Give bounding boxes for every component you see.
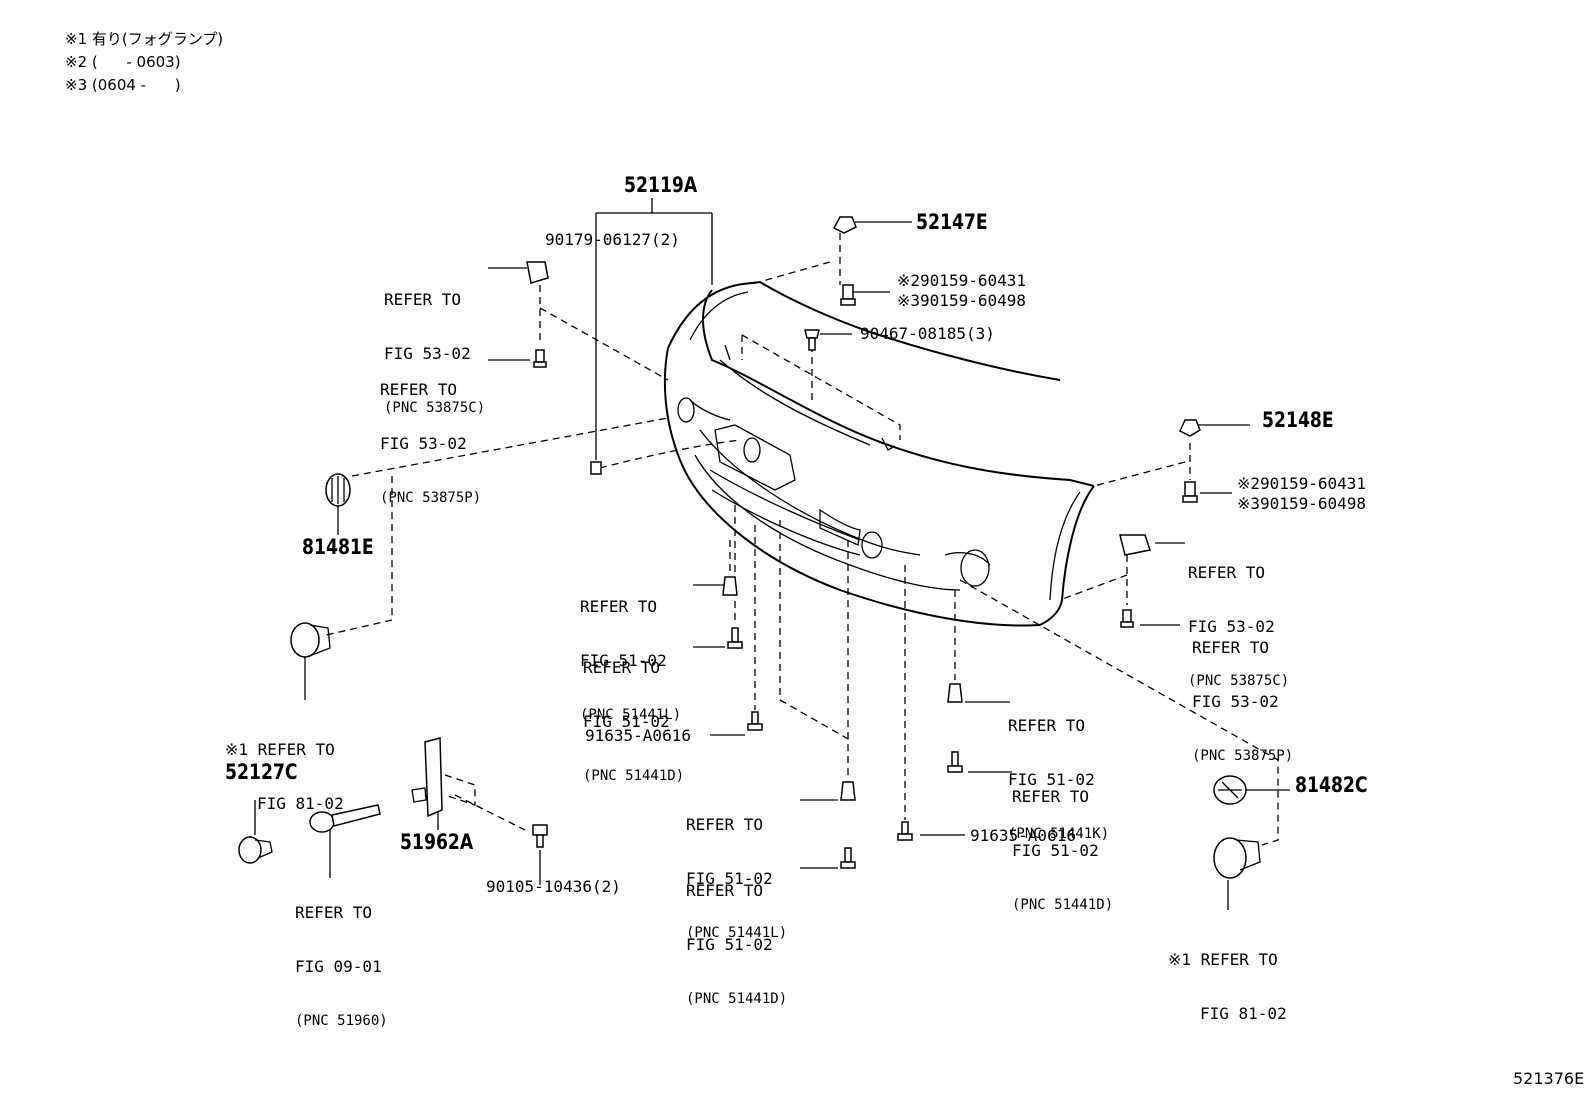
refer-line3: (PNC 51441D) bbox=[686, 991, 788, 1007]
diagram-id: 521376E bbox=[1513, 1069, 1585, 1088]
refer-line3: (PNC 53875C) bbox=[384, 400, 486, 416]
note-3: ※3 (0604 - ) bbox=[65, 76, 181, 94]
part-52147E[interactable]: 52147E bbox=[916, 210, 988, 234]
refer-line2: FIG 53-02 bbox=[384, 344, 471, 363]
refer-line1: REFER TO bbox=[686, 815, 764, 834]
refer-line2: FIG 51-02 bbox=[583, 712, 670, 731]
part-91635-A0616-a[interactable]: 91635-A0616 bbox=[585, 726, 691, 745]
refer-51441D-upper[interactable]: REFER TO FIG 51-02 (PNC 51441D) bbox=[583, 623, 684, 803]
refer-line2: FIG 81-02 bbox=[257, 794, 344, 813]
part-52119A[interactable]: 52119A bbox=[624, 173, 698, 197]
refer-53875C-left[interactable]: REFER TO FIG 53-02 (PNC 53875C) bbox=[384, 255, 485, 435]
refer-line1: REFER TO bbox=[583, 658, 661, 677]
part-81481E[interactable]: 81481E bbox=[302, 535, 374, 559]
refer-51441D-lower[interactable]: REFER TO FIG 51-02 (PNC 51441D) bbox=[686, 846, 787, 1026]
refer-line1: ※1 REFER TO bbox=[1168, 950, 1278, 969]
note-2: ※2 ( - 0603) bbox=[65, 53, 181, 71]
refer-line2: FIG 81-02 bbox=[1200, 1004, 1287, 1023]
note-1: ※1 有り(フォグランプ) bbox=[65, 30, 224, 48]
tow-hook[interactable] bbox=[309, 804, 381, 833]
refer-fig-81-02-left[interactable]: ※1 REFER TO FIG 81-02 bbox=[225, 705, 344, 831]
part-90105-10436[interactable]: 90105-10436(2) bbox=[486, 877, 621, 896]
part-90467-08185[interactable]: 90467-08185(3) bbox=[860, 324, 995, 343]
refer-line3: (PNC 51441K) bbox=[1008, 826, 1110, 842]
leader-lines bbox=[254, 198, 1290, 910]
bracket-51962A[interactable] bbox=[411, 737, 443, 818]
refer-line1: ※1 REFER TO bbox=[225, 740, 335, 759]
refer-51441D-right[interactable]: REFER TO FIG 51-02 (PNC 51441D) bbox=[1012, 752, 1113, 932]
part-90159-60431-a[interactable]: ※290159-60431 bbox=[897, 271, 1026, 290]
refer-line1: REFER TO bbox=[1012, 787, 1090, 806]
part-81482C[interactable]: 81482C bbox=[1295, 773, 1368, 797]
refer-line1: REFER TO bbox=[580, 597, 658, 616]
refer-51441K[interactable]: REFER TO FIG 51-02 (PNC 51441K) bbox=[1008, 681, 1109, 861]
refer-line2: FIG 53-02 bbox=[1192, 692, 1279, 711]
refer-line3: (PNC 51960) bbox=[295, 1013, 388, 1029]
refer-53875C-right[interactable]: REFER TO FIG 53-02 (PNC 53875C) bbox=[1188, 528, 1289, 708]
refer-line2: FIG 51-02 bbox=[686, 869, 773, 888]
refer-53875P-right[interactable]: REFER TO FIG 53-02 (PNC 53875P) bbox=[1192, 603, 1293, 783]
refer-line1: REFER TO bbox=[384, 290, 462, 309]
refer-line2: FIG 51-02 bbox=[1012, 841, 1099, 860]
fog-lamp-left[interactable] bbox=[290, 622, 331, 658]
part-90159-60498-b[interactable]: ※390159-60498 bbox=[1237, 494, 1366, 513]
part-51962A[interactable]: 51962A bbox=[400, 830, 474, 854]
refer-fig-81-02-right[interactable]: ※1 REFER TO FIG 81-02 bbox=[1168, 915, 1287, 1041]
refer-line2: FIG 51-02 bbox=[686, 935, 773, 954]
part-91635-A0616-b[interactable]: 91635-A0616 bbox=[970, 826, 1076, 845]
part-90159-60498-a[interactable]: ※390159-60498 bbox=[897, 291, 1026, 310]
cap-52127C[interactable] bbox=[238, 836, 273, 864]
refer-line2: FIG 51-02 bbox=[580, 651, 667, 670]
part-52127C[interactable]: 52127C bbox=[225, 760, 298, 784]
refer-51441L-upper[interactable]: REFER TO FIG 51-02 (PNC 51441L) bbox=[580, 562, 681, 742]
refer-line1: REFER TO bbox=[380, 380, 458, 399]
refer-line3: (PNC 53875P) bbox=[1192, 748, 1294, 764]
refer-line2: FIG 53-02 bbox=[1188, 617, 1275, 636]
refer-line1: REFER TO bbox=[1192, 638, 1270, 657]
refer-line2: FIG 51-02 bbox=[1008, 770, 1095, 789]
refer-line2: FIG 09-01 bbox=[295, 957, 382, 976]
part-90159-60431-b[interactable]: ※290159-60431 bbox=[1237, 474, 1366, 493]
part-90179-06127[interactable]: 90179-06127(2) bbox=[545, 230, 680, 249]
fog-lamp-right[interactable] bbox=[1213, 837, 1261, 879]
nut-clip-right[interactable] bbox=[1119, 534, 1151, 556]
refer-line3: (PNC 51441D) bbox=[583, 768, 685, 784]
refer-53875P-left[interactable]: REFER TO FIG 53-02 (PNC 53875P) bbox=[380, 345, 481, 525]
clip-52148E[interactable] bbox=[1179, 419, 1201, 437]
fog-cover-81481E[interactable] bbox=[325, 473, 351, 507]
refer-line2: FIG 53-02 bbox=[380, 434, 467, 453]
refer-51441L-lower[interactable]: REFER TO FIG 51-02 (PNC 51441L) bbox=[686, 780, 787, 960]
refer-line3: (PNC 53875C) bbox=[1188, 673, 1290, 689]
bumper-cover[interactable] bbox=[663, 280, 1095, 627]
refer-line1: REFER TO bbox=[1008, 716, 1086, 735]
refer-51960[interactable]: REFER TO FIG 09-01 (PNC 51960) bbox=[295, 868, 388, 1048]
refer-line3: (PNC 53875P) bbox=[380, 490, 482, 506]
clip-52147E[interactable] bbox=[832, 216, 857, 234]
screws[interactable] bbox=[532, 284, 1198, 869]
refer-line1: REFER TO bbox=[1188, 563, 1266, 582]
refer-line3: (PNC 51441L) bbox=[580, 707, 682, 723]
part-52148E[interactable]: 52148E bbox=[1262, 408, 1334, 432]
fog-cover-81482C[interactable] bbox=[1213, 775, 1247, 805]
refer-line1: REFER TO bbox=[686, 881, 764, 900]
refer-line1: REFER TO bbox=[295, 903, 373, 922]
refer-line3: (PNC 51441D) bbox=[1012, 897, 1114, 913]
refer-line3: (PNC 51441L) bbox=[686, 925, 788, 941]
clip-90179[interactable] bbox=[590, 461, 602, 475]
nut-clip-left[interactable] bbox=[526, 261, 549, 284]
